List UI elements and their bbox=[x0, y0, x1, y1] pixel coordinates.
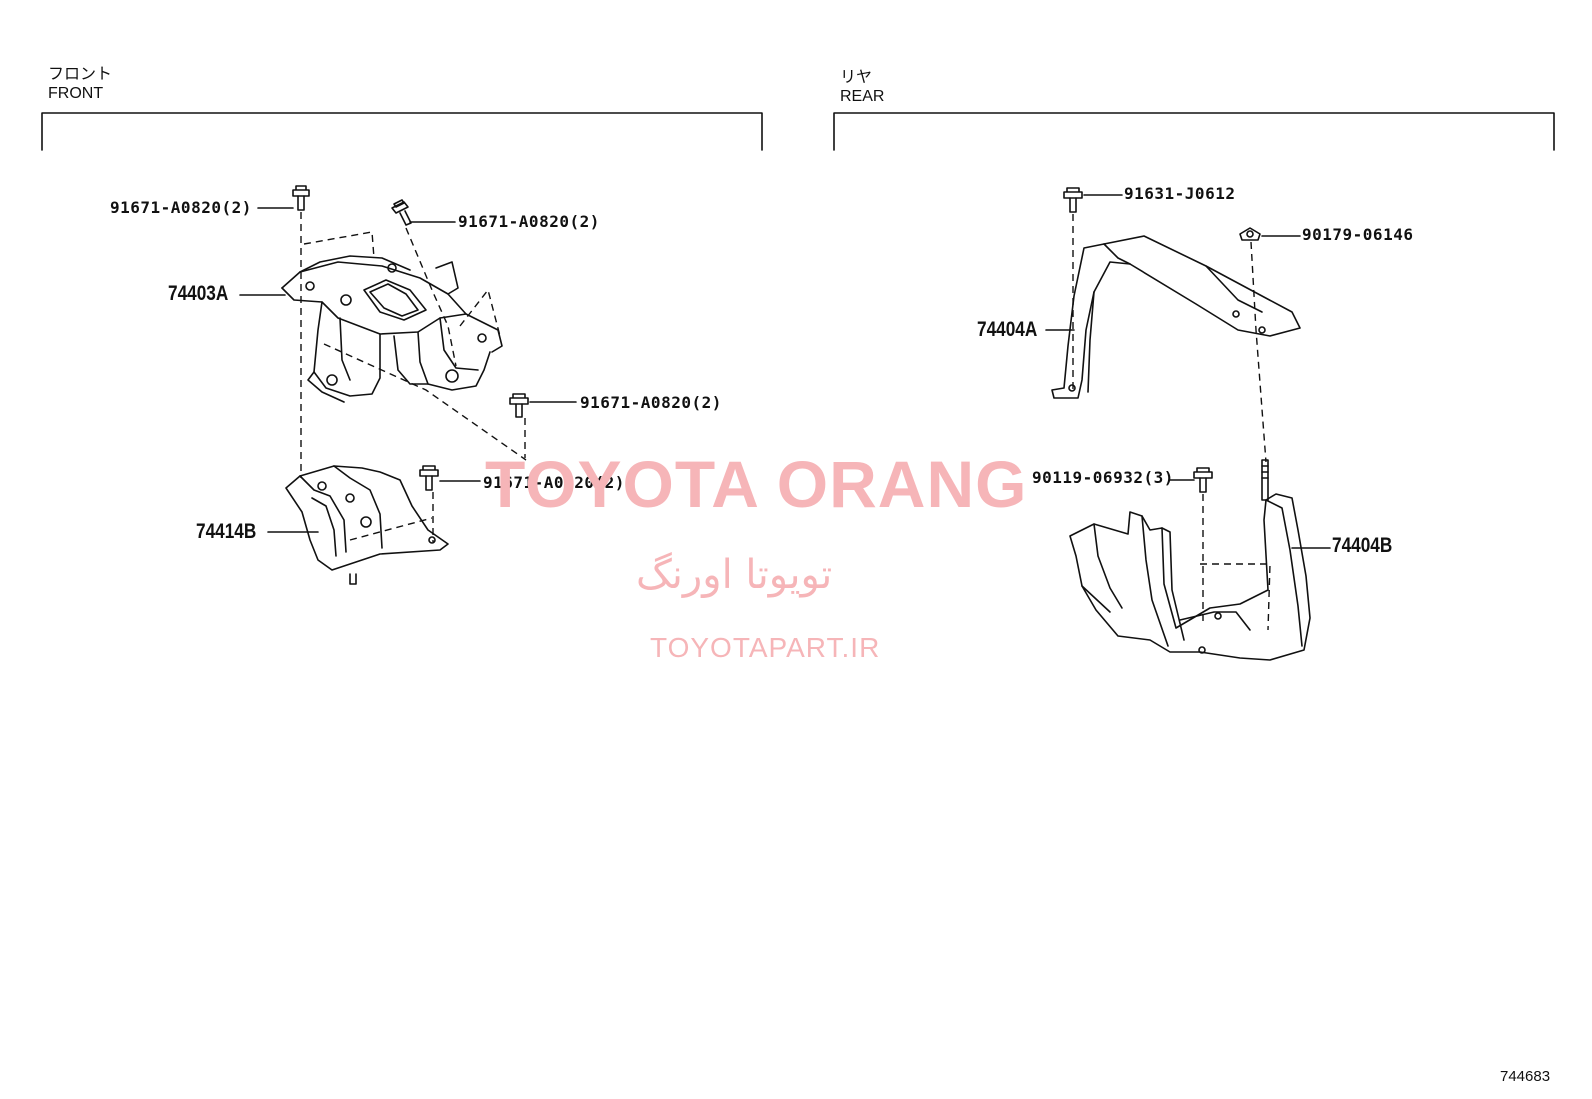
bracket-74403a-drawing bbox=[281, 255, 503, 403]
bolt-icon bbox=[292, 185, 310, 211]
part-label-bolt[interactable]: 90119-06932(3) bbox=[1032, 468, 1174, 487]
stud-icon bbox=[1261, 459, 1269, 501]
bolt-icon bbox=[419, 465, 439, 491]
part-label-nut[interactable]: 90179-06146 bbox=[1302, 225, 1414, 244]
watermark-site: TOYOTAPART.IR bbox=[650, 632, 881, 663]
watermark-brand: TOYOTA ORANG bbox=[485, 447, 1028, 521]
bolt-icon bbox=[391, 199, 412, 226]
part-label-bracket[interactable]: 74404B bbox=[1332, 534, 1393, 557]
diagram-code: 744683 bbox=[1500, 1068, 1551, 1085]
bolt-icon bbox=[509, 393, 529, 418]
bolt-icon bbox=[1063, 187, 1083, 213]
part-label-bolt[interactable]: 91671-A0820(2) bbox=[483, 473, 625, 492]
part-label-bolt[interactable]: 91631-J0612 bbox=[1124, 184, 1236, 203]
rear-section-title-jp: リヤ bbox=[840, 67, 873, 86]
front-section-title-jp: フロント bbox=[48, 64, 113, 83]
part-label-bracket[interactable]: 74403A bbox=[168, 282, 229, 305]
front-section-title: FRONT bbox=[48, 85, 104, 102]
watermark-brand-fa: تویوتا اورنگ bbox=[636, 552, 833, 598]
rear-section-title: REAR bbox=[840, 88, 885, 105]
part-label-bracket[interactable]: 74414B bbox=[196, 520, 257, 543]
part-label-bracket[interactable]: 74404A bbox=[977, 318, 1038, 341]
part-label-bolt[interactable]: 91671-A0820(2) bbox=[458, 212, 600, 231]
bracket-74414b-drawing bbox=[285, 465, 449, 585]
part-label-bolt[interactable]: 91671-A0820(2) bbox=[110, 198, 252, 217]
nut-icon bbox=[1239, 227, 1261, 241]
part-label-bolt[interactable]: 91671-A0820(2) bbox=[580, 393, 722, 412]
bolt-icon bbox=[1193, 467, 1213, 493]
rear-section-bracket bbox=[833, 112, 1555, 151]
front-section-bracket bbox=[41, 112, 763, 151]
bracket-74404b-drawing bbox=[1069, 493, 1311, 661]
bracket-74404a-drawing bbox=[1051, 235, 1301, 399]
